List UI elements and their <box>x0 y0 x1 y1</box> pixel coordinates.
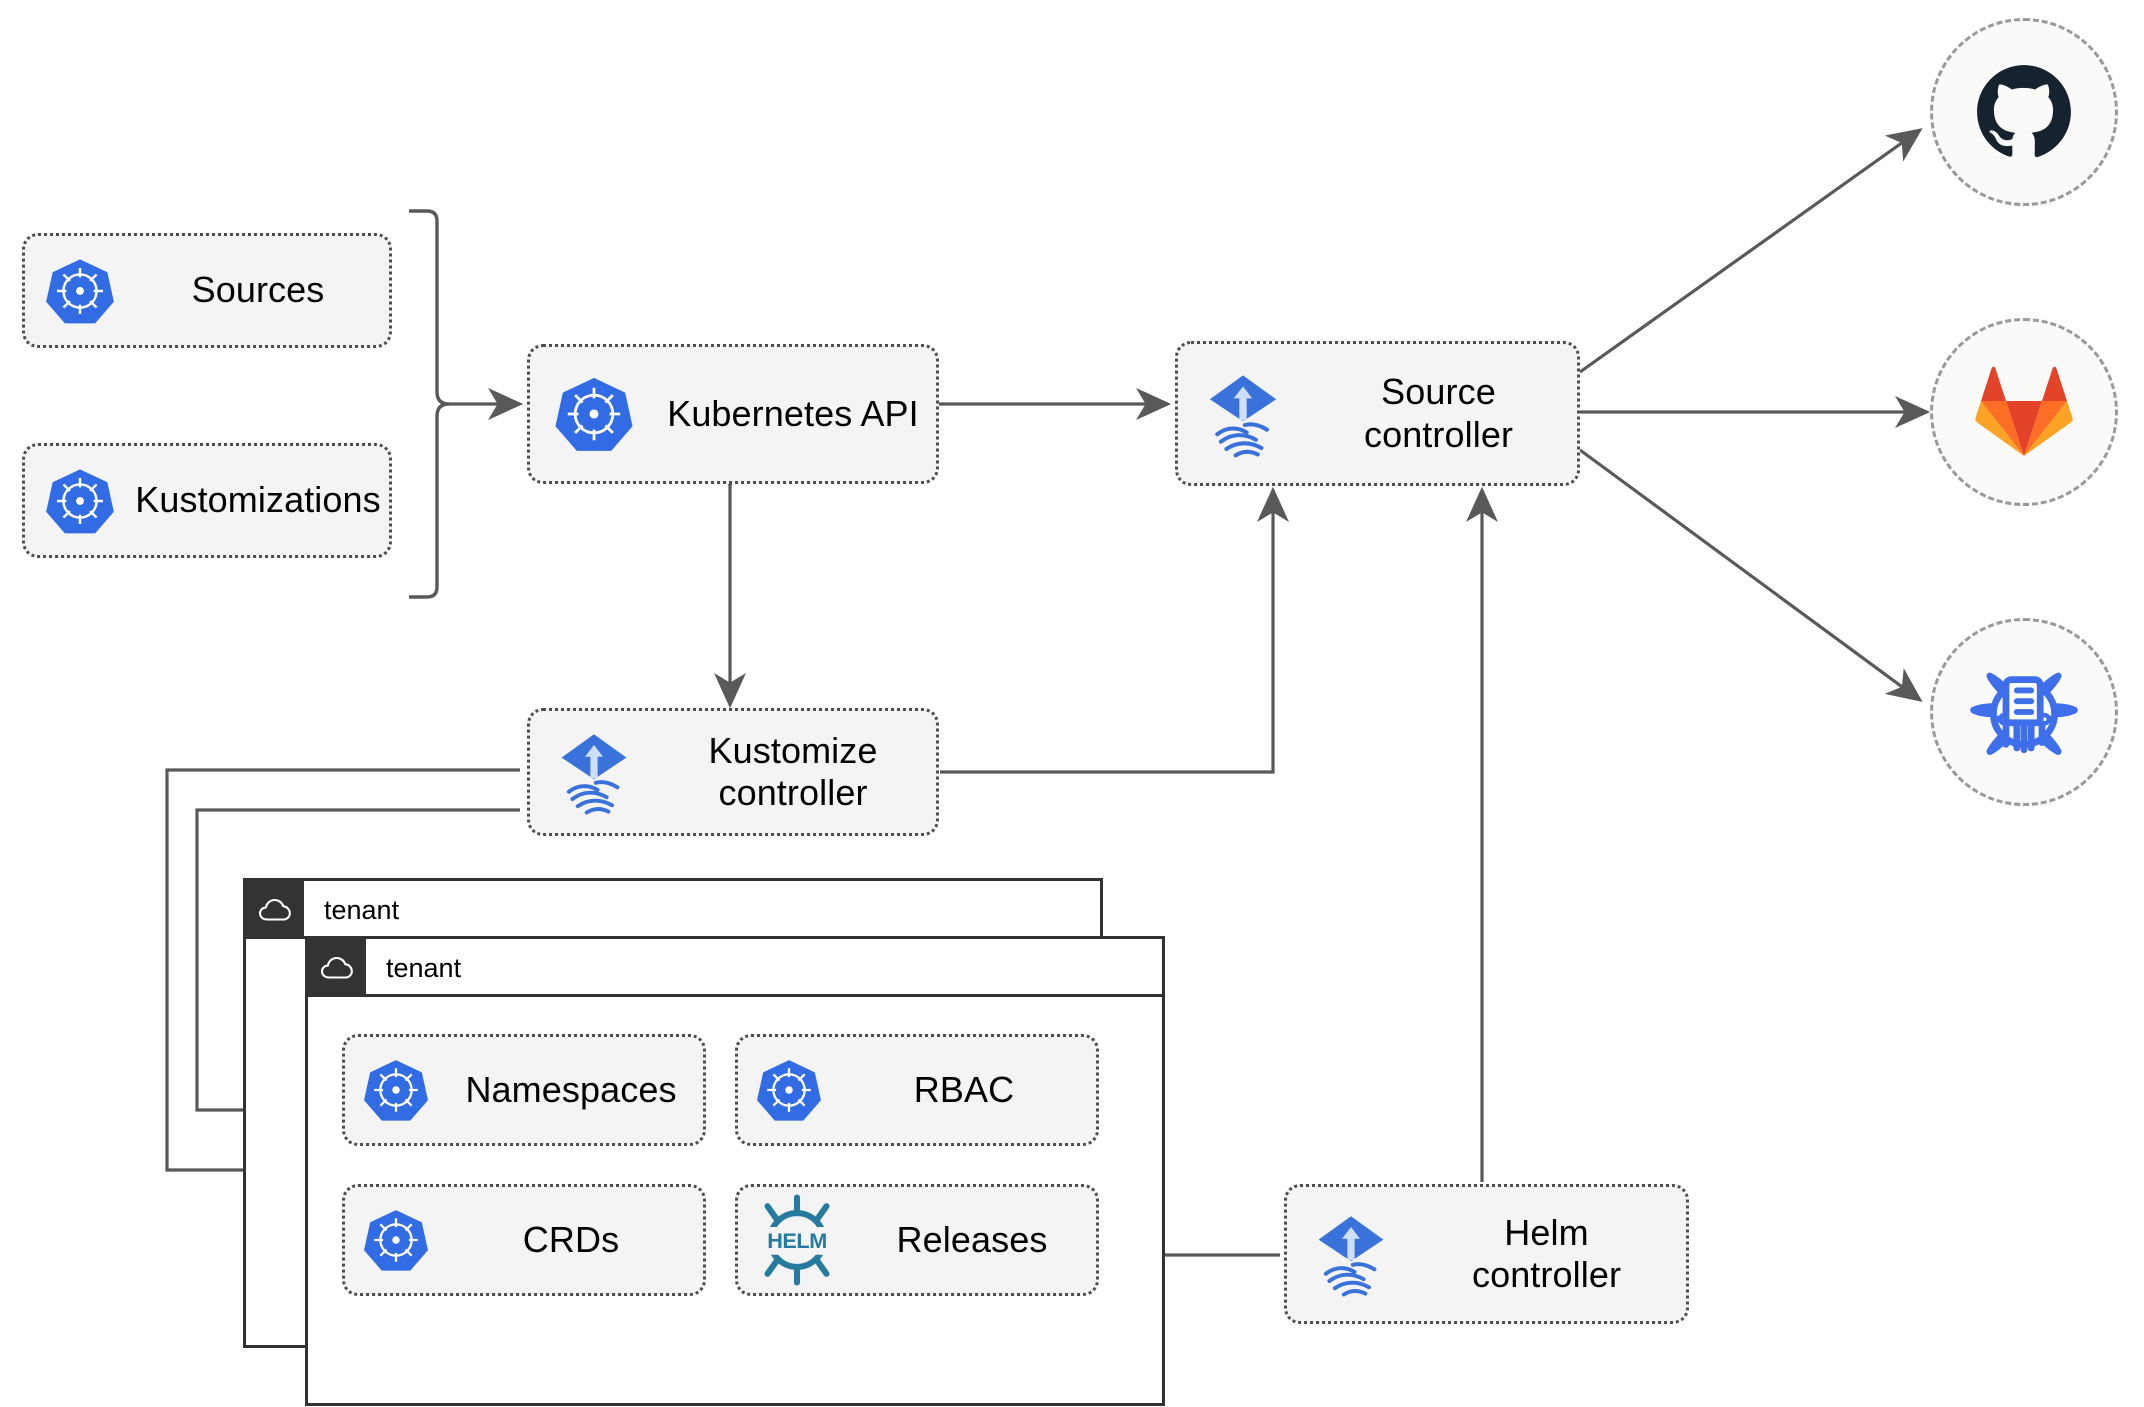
cloud-icon <box>258 898 291 921</box>
node-crds[interactable]: CRDs <box>342 1184 706 1296</box>
node-label: Kubernetes API <box>667 392 919 434</box>
tenant-tab[interactable] <box>246 881 304 939</box>
github-icon <box>1977 65 2071 158</box>
kubernetes-icon <box>530 373 658 455</box>
node-label: Namespaces <box>465 1068 677 1110</box>
node-label: Source controller <box>1363 371 1514 455</box>
kubernetes-icon <box>345 1206 447 1274</box>
tenant-titlebar: tenant <box>308 939 461 997</box>
node-namespaces[interactable]: Namespaces <box>342 1034 706 1146</box>
endpoint-gitlab[interactable] <box>1930 318 2118 506</box>
node-rbac[interactable]: RBAC <box>735 1034 1099 1146</box>
helm-icon: HELM <box>738 1192 856 1288</box>
node-label: RBAC <box>913 1068 1015 1110</box>
chart-repository-icon <box>1970 672 2078 755</box>
tenant-window-inner[interactable]: tenant <box>305 936 1165 1406</box>
node-label: Releases <box>896 1218 1048 1260</box>
node-label: Sources <box>191 269 325 311</box>
svg-text:HELM: HELM <box>767 1228 827 1253</box>
node-helm-controller[interactable]: Helm controller <box>1284 1184 1689 1324</box>
node-kubernetes-api[interactable]: Kubernetes API <box>527 344 939 484</box>
tenant-divider <box>366 994 1162 997</box>
node-kustomize-controller[interactable]: Kustomize controller <box>527 708 939 836</box>
cloud-icon <box>320 956 353 979</box>
node-label: Kustomize controller <box>708 729 878 813</box>
tenant-label: tenant <box>324 894 400 925</box>
node-sources[interactable]: Sources <box>22 233 392 348</box>
gitlab-icon <box>1975 366 2073 456</box>
flux-icon <box>1287 1209 1415 1299</box>
endpoint-github[interactable] <box>1930 18 2118 206</box>
node-source-controller[interactable]: Source controller <box>1175 341 1580 486</box>
tenant-titlebar: tenant <box>246 881 399 939</box>
kubernetes-icon <box>738 1056 840 1124</box>
tenant-tab[interactable] <box>308 939 366 997</box>
kubernetes-icon <box>25 255 135 327</box>
node-kustomizations[interactable]: Kustomizations <box>22 443 392 558</box>
node-label: CRDs <box>522 1218 620 1260</box>
kubernetes-icon <box>25 465 135 537</box>
flux-icon <box>530 727 658 817</box>
node-releases[interactable]: HELM Releases <box>735 1184 1099 1296</box>
flux-icon <box>1178 368 1308 460</box>
tenant-label: tenant <box>386 952 462 983</box>
node-label: Helm controller <box>1471 1211 1622 1295</box>
node-label: Kustomizations <box>135 479 381 521</box>
kubernetes-icon <box>345 1056 447 1124</box>
endpoint-chart-repository[interactable] <box>1930 618 2118 806</box>
